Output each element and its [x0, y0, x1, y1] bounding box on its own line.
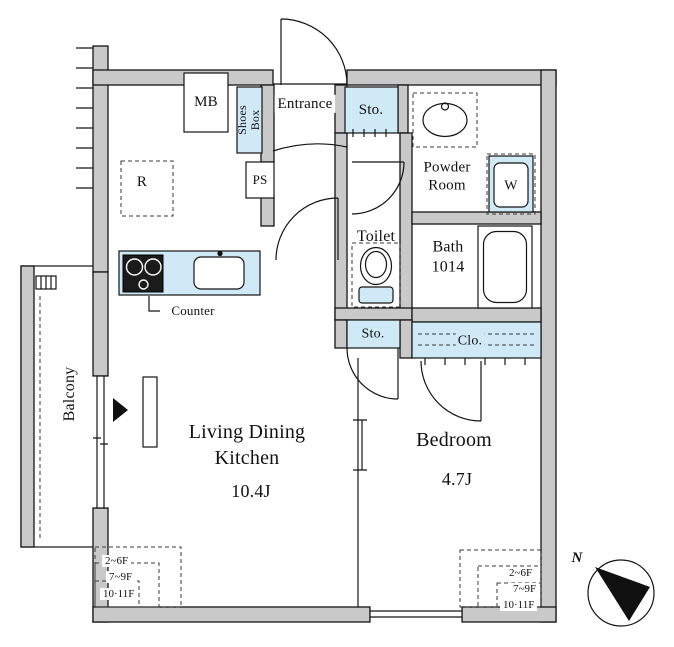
balcony-structure: [20, 265, 97, 548]
pillar-floor-label-left-1: 2~6F: [102, 555, 132, 567]
label-storage-mid: Sto.: [361, 326, 385, 342]
label-storage-top: Sto.: [358, 101, 384, 118]
hall-door-swing: [275, 197, 339, 261]
pipe-space-box: [245, 161, 275, 199]
powder-sink-icon: [412, 92, 478, 148]
compass: [587, 559, 655, 627]
adjacent-building-hatch: [76, 47, 93, 189]
storage-top-box: [344, 86, 399, 137]
kitchen-counter: [118, 250, 261, 312]
refrigerator-space-outline: [120, 160, 174, 217]
toilet-fixture-icon: [351, 242, 401, 308]
storage-door-swing: [346, 347, 399, 400]
pillar-floor-label-left-3: 10·11F: [100, 588, 138, 600]
label-counter: Counter: [171, 303, 215, 319]
label-toilet: Toilet: [356, 228, 396, 246]
label-powder-room: Powder Room: [423, 159, 471, 194]
storage-mid-box: [346, 319, 401, 349]
meter-box: [183, 72, 229, 133]
bedroom-door-swing: [420, 360, 482, 422]
label-bath: Bath 1014: [431, 238, 465, 275]
washing-machine-icon: [486, 153, 536, 215]
entrance-door-swing: [272, 18, 348, 152]
pillar-floor-label-right-2: 7~9F: [510, 583, 540, 595]
counter-leader-line: [148, 296, 160, 312]
entrance-step-line: [272, 143, 348, 152]
label-pipe-space: PS: [252, 172, 268, 188]
bedroom-window: [369, 607, 463, 622]
room-divider-sliding: [353, 358, 367, 607]
label-bedroom: Bedroom: [416, 428, 492, 451]
label-shoes-box: Shoes Box: [234, 105, 262, 135]
balcony-sliding-door: [93, 375, 108, 509]
label-refrigerator: R: [136, 173, 148, 190]
stove-icon: [122, 254, 164, 293]
shoes-box: [236, 86, 263, 154]
label-entrance: Entrance: [274, 94, 336, 114]
label-meter-box: MB: [194, 93, 218, 110]
pillar-floor-label-left-2: 7~9F: [106, 571, 136, 583]
toilet-door-swing: [351, 161, 405, 215]
balcony-drain-icon: [35, 275, 57, 290]
compass-north-label: N: [571, 549, 583, 566]
label-washer: W: [504, 178, 518, 194]
walls: [92, 45, 557, 623]
opening-direction-marker: [113, 398, 128, 422]
label-bedroom-size: 4.7J: [441, 469, 473, 490]
kitchen-sink-icon: [193, 250, 245, 290]
label-ldk-size: 10.4J: [231, 481, 271, 502]
pillar-floor-label-right-1: 2~6F: [506, 567, 536, 579]
label-closet: Clo.: [455, 332, 485, 350]
label-balcony: Balcony: [61, 366, 79, 422]
door-leaf-panel: [142, 376, 158, 448]
label-living-dining-kitchen: Living Dining Kitchen: [188, 421, 306, 469]
north-arrow-icon: [595, 567, 650, 621]
bathtub-icon: [477, 225, 533, 309]
pillar-floor-label-right-3: 10·11F: [500, 599, 538, 611]
